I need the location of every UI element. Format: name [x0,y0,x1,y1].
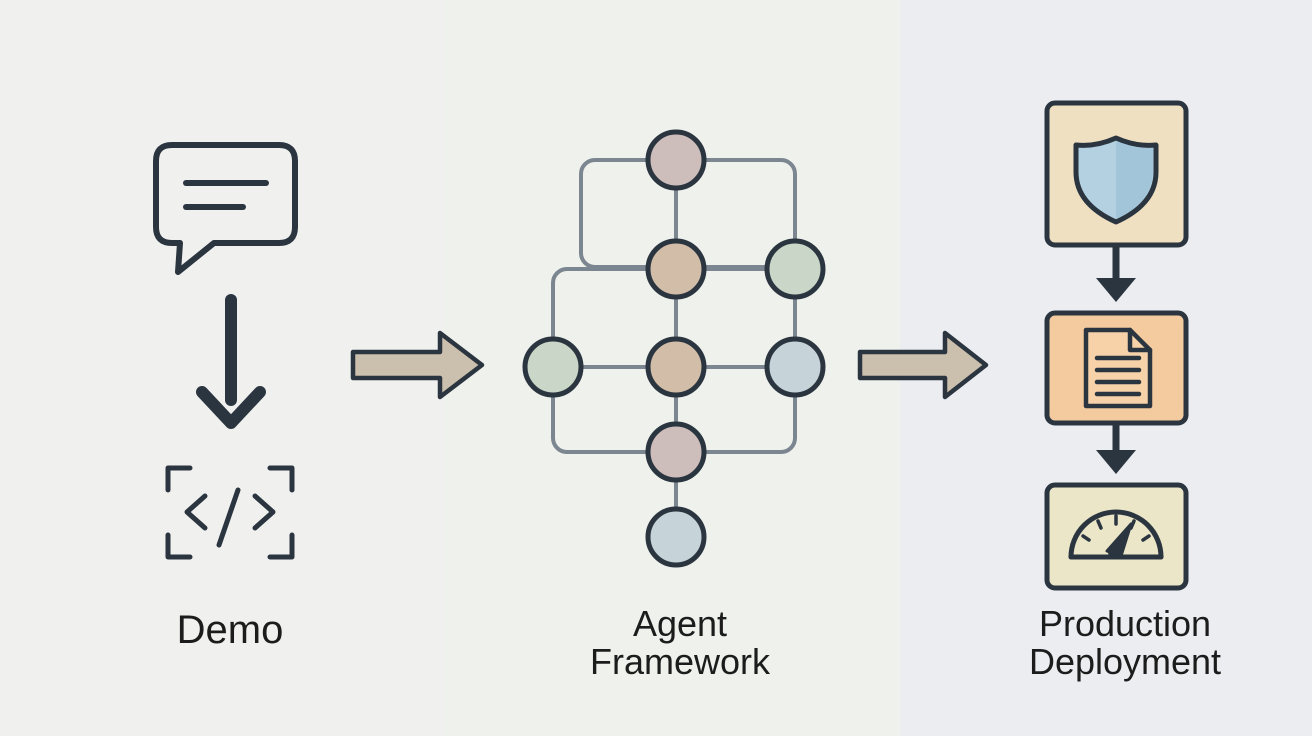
arrow-down-icon [1096,425,1136,474]
production-deployment-label-line-2: Deployment [1028,641,1222,682]
gauge-icon [1068,509,1164,560]
graph-node-top [645,129,707,191]
production-deployment-label: Production Deployment [975,605,1275,681]
agent-framework-label: Agent Framework [530,605,830,681]
flow-arrow-1 [350,330,485,400]
demo-label-line-1: Demo [176,608,284,652]
graph-node-center [645,336,707,398]
arrow-down-icon [1096,247,1136,302]
code-icon [165,465,295,560]
graph-nodes [522,129,826,568]
document-box [1044,310,1189,426]
shield-box [1044,100,1189,248]
graph-node-middle-right [764,336,826,398]
gauge-box [1044,482,1189,591]
production-deployment-label-line-1: Production [1038,603,1212,644]
graph-node-upper-center [645,238,707,300]
graph-node-middle-left [522,336,584,398]
agent-framework-label-line-1: Agent [632,603,728,644]
arrow-down-icon [196,294,266,429]
graph-node-upper-right [764,238,826,300]
agent-framework-label-line-2: Framework [589,641,771,682]
flow-arrow-2 [857,330,989,400]
chat-bubble-icon [153,142,298,275]
demo-label: Demo [130,608,330,652]
graph-node-lower-center [645,421,707,483]
shield-icon [1073,135,1159,225]
document-icon [1083,327,1153,409]
graph-node-bottom [645,506,707,568]
